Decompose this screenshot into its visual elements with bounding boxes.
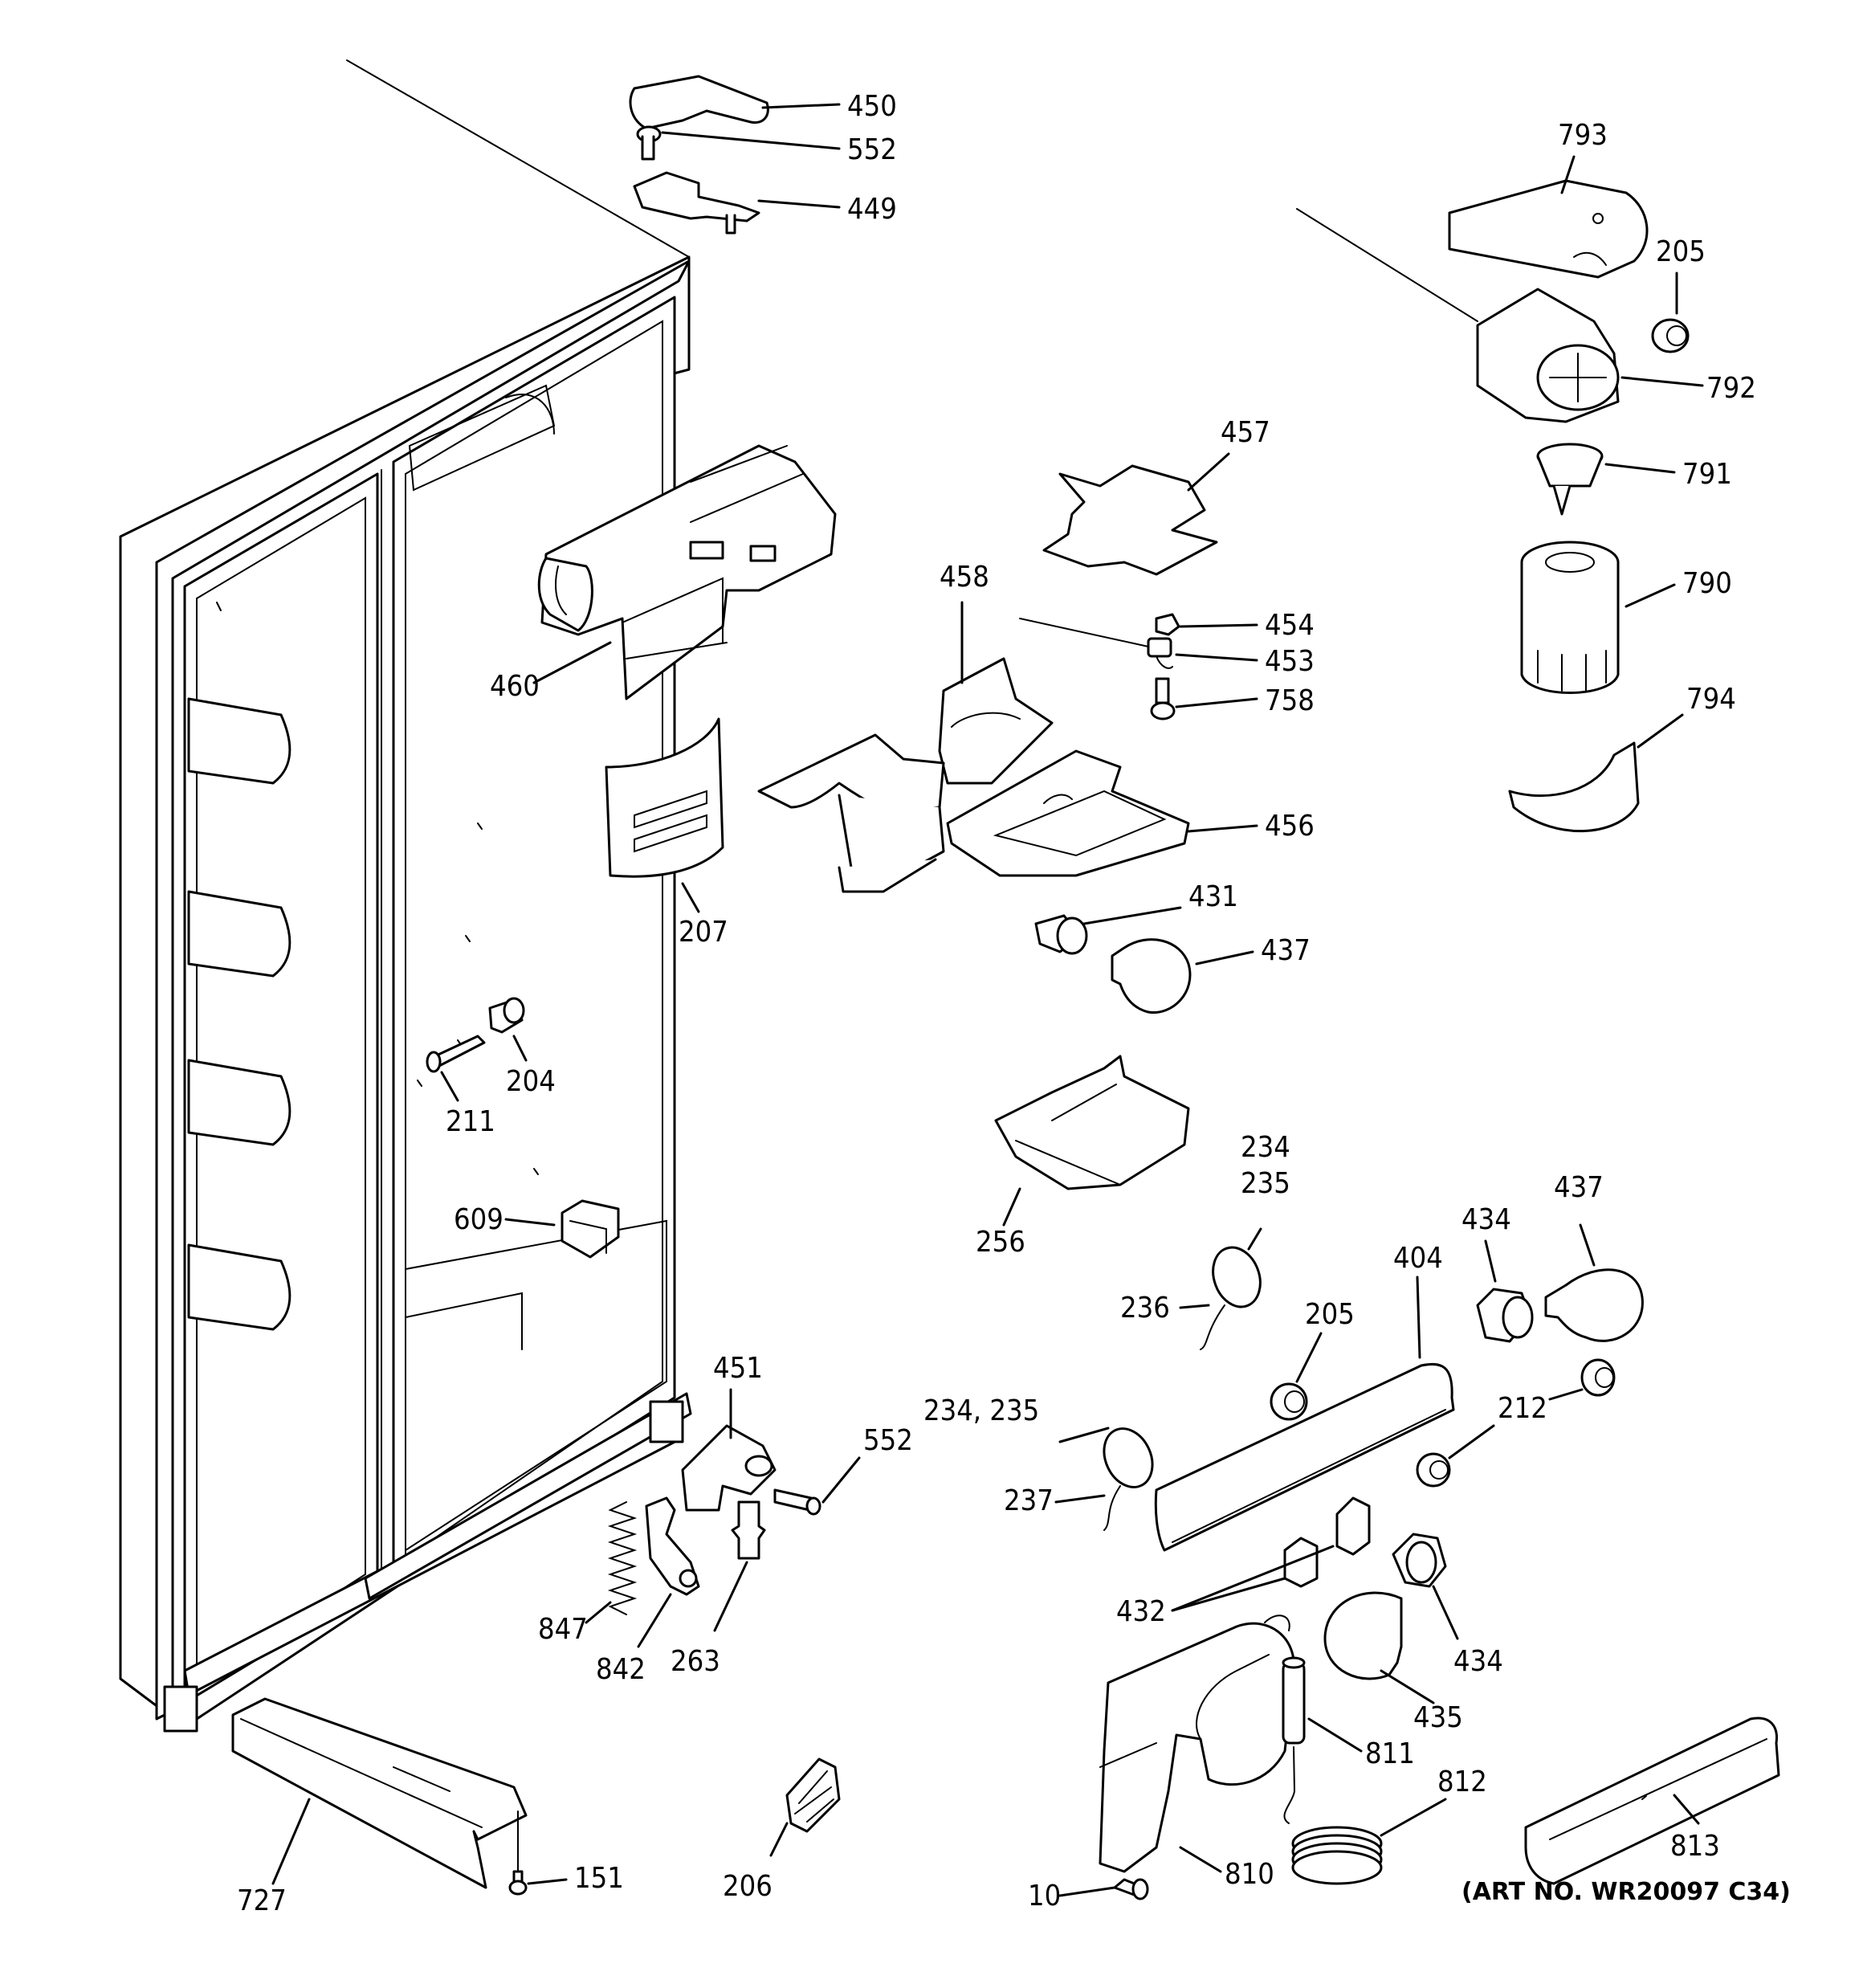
label-432: 432 [1116,1595,1166,1628]
part-212-bushing-right [1580,1358,1616,1397]
part-205-bushing-lower [1270,1382,1308,1421]
label-204: 204 [506,1065,556,1098]
label-811: 811 [1365,1737,1415,1770]
part-434-lamp-socket-top [1476,1288,1534,1343]
label-212: 212 [1498,1392,1547,1425]
part-450-hinge-cover [629,75,769,130]
label-609: 609 [454,1203,503,1236]
part-456-light-cover [946,749,1190,877]
label-453: 453 [1265,645,1315,678]
part-552-screw-top [636,125,662,161]
part-432-clips [1283,1496,1371,1588]
label-450: 450 [847,90,897,123]
part-205-bushing-top [1651,318,1690,353]
part-449-hinge [633,171,760,235]
part-435-light-bulb [1323,1591,1403,1680]
label-552-lower: 552 [863,1424,913,1457]
label-434-lower: 434 [1453,1645,1503,1678]
part-813-grille [1524,1717,1780,1885]
label-460: 460 [490,670,540,703]
part-434-lamp-socket-lower [1392,1533,1447,1588]
part-256-drip-tray [994,1055,1190,1190]
part-847-spring [607,1501,638,1615]
label-437-right: 437 [1554,1171,1604,1204]
label-791: 791 [1682,458,1732,491]
label-234-top: 234 [1241,1131,1290,1164]
part-151-screw [508,1870,528,1896]
part-810-water-tubing [1099,1614,1295,1873]
part-437-light-bulb-right [1544,1268,1644,1342]
label-457: 457 [1221,416,1270,449]
label-10: 10 [1028,1880,1061,1912]
part-10-screw [1113,1878,1149,1900]
part-791-filter-bypass [1536,443,1604,516]
refrigerator-cabinet [119,59,692,1733]
label-842: 842 [596,1653,646,1686]
label-211: 211 [446,1105,495,1138]
part-263-pin [731,1500,766,1560]
label-263: 263 [671,1645,720,1678]
label-793: 793 [1558,119,1608,152]
label-727: 727 [237,1884,287,1917]
label-435: 435 [1413,1701,1463,1734]
label-456: 456 [1265,810,1315,843]
part-792-filter-head [1296,208,1620,423]
label-458: 458 [940,561,989,594]
part-454-nut [1155,613,1180,636]
label-431: 431 [1188,880,1238,913]
label-404: 404 [1393,1242,1443,1275]
part-457-plate [1042,464,1218,576]
part-204-spacer [488,997,525,1034]
label-151: 151 [574,1862,624,1895]
label-847: 847 [538,1613,588,1646]
part-211-screw [426,1035,486,1073]
part-206-drain-cover [785,1757,841,1833]
label-256: 256 [976,1226,1025,1259]
part-793-filter-cover [1448,179,1649,279]
label-206: 206 [723,1870,773,1903]
part-236-gasket [1200,1246,1262,1350]
part-451-hinge-bracket [681,1424,777,1512]
label-810: 810 [1225,1858,1274,1891]
part-431-lamp-socket [1034,914,1088,955]
part-207-duct-cover [605,717,724,878]
part-458-light-housing [757,657,1054,893]
label-792: 792 [1706,372,1756,405]
part-790-water-filter [1520,541,1620,694]
part-794-filter-cap [1508,741,1640,833]
label-236: 236 [1120,1292,1170,1325]
art-number: (ART NO. WR20097 C34) [1461,1878,1791,1906]
part-437-light-bulb-top [1111,938,1192,1014]
part-758-screw [1150,677,1176,720]
label-205-lower: 205 [1305,1298,1355,1331]
part-453-sensor [1019,618,1173,669]
label-234-235: 234, 235 [923,1394,1039,1427]
label-437-top: 437 [1261,934,1311,967]
label-451: 451 [713,1352,763,1385]
label-552-top: 552 [847,133,897,166]
part-460-air-duct [537,444,837,700]
label-790: 790 [1682,567,1732,600]
part-609-switch [561,1199,620,1259]
label-449: 449 [847,193,897,226]
part-212-bushing-left [1416,1452,1451,1488]
label-235-top: 235 [1241,1167,1290,1200]
label-813: 813 [1670,1830,1720,1863]
label-434-top: 434 [1461,1203,1511,1236]
part-812-coil-tubing [1283,1746,1383,1885]
label-237: 237 [1004,1484,1054,1517]
part-404-light-cover [1154,1362,1455,1552]
label-812: 812 [1437,1766,1487,1798]
label-207: 207 [679,916,728,949]
label-205-top: 205 [1656,235,1706,268]
label-794: 794 [1686,683,1736,716]
label-758: 758 [1265,684,1315,717]
part-811-water-tube [1282,1656,1306,1745]
label-454: 454 [1265,609,1315,642]
part-552-screw-lower [773,1488,821,1516]
part-842-cam [645,1496,700,1596]
part-727-kickplate [231,1697,528,1889]
part-237-gasket [1103,1427,1154,1531]
